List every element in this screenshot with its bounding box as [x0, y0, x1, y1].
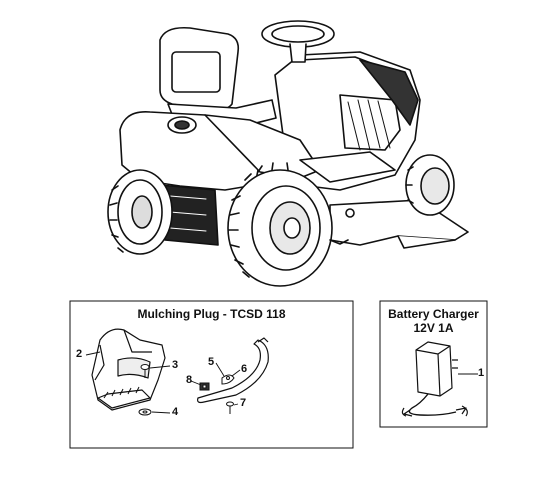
mulching-plug-panel — [69, 300, 354, 449]
pin-part — [226, 401, 234, 414]
lawn-tractor-illustration — [107, 20, 469, 287]
callout-3: 3 — [172, 359, 179, 371]
rear-left-tire — [107, 169, 173, 255]
callout-7: 7 — [240, 397, 247, 409]
battery-panel-title-line1: Battery Charger — [388, 307, 479, 321]
mulching-plug-part — [91, 328, 166, 411]
nut-part — [199, 382, 210, 391]
callout-4: 4 — [172, 406, 179, 418]
front-tire — [405, 154, 455, 216]
callout-6: 6 — [241, 363, 248, 375]
battery-charger-panel — [379, 300, 488, 428]
callout-8: 8 — [186, 374, 193, 386]
rear-right-tire — [227, 162, 333, 287]
mulching-panel-title: Mulching Plug - TCSD 118 — [137, 307, 286, 321]
mulching-leader-lines — [85, 351, 241, 414]
washer-part — [138, 408, 152, 416]
clip-part — [221, 374, 235, 385]
battery-charger-part — [401, 341, 468, 417]
bolt-part — [140, 364, 150, 378]
battery-panel-title-line2: 12V 1A — [413, 321, 454, 335]
callout-2: 2 — [76, 348, 83, 360]
curved-rod-part — [197, 337, 269, 404]
callout-1: 1 — [478, 367, 485, 379]
callout-5: 5 — [208, 356, 215, 368]
